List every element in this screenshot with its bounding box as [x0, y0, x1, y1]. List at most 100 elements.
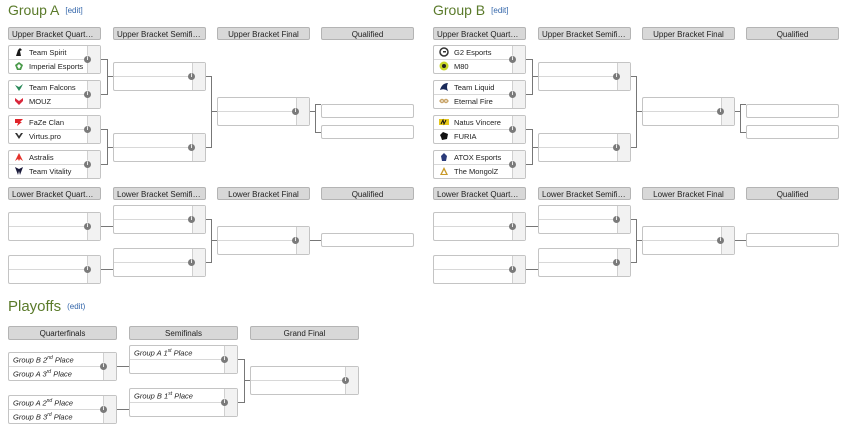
match-info-icon[interactable]: i	[221, 399, 228, 406]
team-slot[interactable]: Team Liquid	[434, 81, 525, 95]
connector-line	[238, 402, 244, 403]
team-slot[interactable]: Astralis	[9, 151, 100, 165]
group-a-lbqf-match-1[interactable]	[8, 212, 101, 241]
team-slot[interactable]: Virtus.pro	[9, 130, 100, 144]
match-info-icon[interactable]: i	[84, 91, 91, 98]
match-info-icon[interactable]: i	[509, 161, 516, 168]
group-b-ubqf-match-3[interactable]: Natus Vincere FURIA	[433, 115, 526, 144]
team-slot[interactable]: G2 Esports	[434, 46, 525, 60]
match-info-icon[interactable]: i	[717, 108, 724, 115]
playoffs-gf-match[interactable]	[250, 366, 359, 395]
match-info-icon[interactable]: i	[509, 56, 516, 63]
team-slot[interactable]: Natus Vincere	[434, 116, 525, 130]
group-a-lbsf-match-2[interactable]	[113, 248, 206, 277]
group-b-lbqf-match-2[interactable]	[433, 255, 526, 284]
team-slot[interactable]: Imperial Esports	[9, 60, 100, 74]
team-slot[interactable]	[114, 63, 205, 77]
match-info-icon[interactable]: i	[613, 259, 620, 266]
connector-line	[211, 111, 217, 112]
placeholder-slot[interactable]: Group A 2nd Place	[9, 396, 116, 410]
placeholder-slot[interactable]: Group A 3rd Place	[9, 367, 116, 381]
slot-rank: 2	[43, 355, 48, 364]
connector-line	[636, 111, 642, 112]
match-info-icon[interactable]: i	[100, 406, 107, 413]
playoffs-qf-match-2[interactable]: Group A 2nd Place Group B 3rd Place	[8, 395, 117, 424]
placeholder-slot[interactable]: Group B 2nd Place	[9, 353, 116, 367]
team-slot[interactable]	[218, 98, 309, 112]
match-info-icon[interactable]: i	[509, 223, 516, 230]
match-info-icon[interactable]: i	[509, 126, 516, 133]
team-slot[interactable]	[9, 256, 100, 270]
placeholder-slot[interactable]: Group B 1st Place	[130, 389, 237, 403]
team-slot[interactable]: FaZe Clan	[9, 116, 100, 130]
team-slot[interactable]: The MongolZ	[434, 165, 525, 179]
team-slot[interactable]: MOUZ	[9, 95, 100, 109]
team-slot[interactable]	[643, 98, 734, 112]
connector-line	[631, 76, 636, 77]
team-slot[interactable]	[251, 367, 358, 381]
team-name: Imperial Esports	[29, 61, 84, 71]
match-info-icon[interactable]: i	[221, 356, 228, 363]
vitality-logo-icon	[13, 166, 24, 177]
team-slot[interactable]	[434, 256, 525, 270]
slot-ordinal: st	[168, 390, 173, 397]
group-b-lbf-match[interactable]	[642, 226, 735, 255]
connector-line	[101, 269, 113, 270]
team-slot[interactable]	[114, 249, 205, 263]
match-info-icon[interactable]: i	[342, 377, 349, 384]
playoffs-qf-match-1[interactable]: Group B 2nd Place Group A 3rd Place	[8, 352, 117, 381]
match-info-icon[interactable]: i	[84, 56, 91, 63]
group-b-header-lbf: Lower Bracket Final	[642, 187, 735, 200]
match-info-icon[interactable]: i	[188, 144, 195, 151]
team-slot[interactable]	[539, 134, 630, 148]
team-slot[interactable]: Team Falcons	[9, 81, 100, 95]
match-info-icon[interactable]: i	[613, 144, 620, 151]
team-slot[interactable]: Eternal Fire	[434, 95, 525, 109]
team-slot[interactable]	[218, 227, 309, 241]
team-slot[interactable]: Team Vitality	[9, 165, 100, 179]
team-slot[interactable]	[434, 213, 525, 227]
match-info-icon[interactable]: i	[188, 216, 195, 223]
match-info-icon[interactable]: i	[84, 161, 91, 168]
connector-line	[526, 129, 532, 130]
match-info-icon[interactable]: i	[717, 237, 724, 244]
match-info-icon[interactable]: i	[613, 216, 620, 223]
connector-line	[310, 240, 321, 241]
team-slot[interactable]	[114, 206, 205, 220]
team-slot[interactable]: ATOX Esports	[434, 151, 525, 165]
team-slot[interactable]	[114, 134, 205, 148]
team-slot[interactable]	[643, 227, 734, 241]
match-info-icon[interactable]: i	[613, 73, 620, 80]
match-info-icon[interactable]: i	[292, 108, 299, 115]
match-info-icon[interactable]: i	[509, 91, 516, 98]
placeholder-slot[interactable]: Group B 3rd Place	[9, 410, 116, 424]
match-info-icon[interactable]: i	[84, 266, 91, 273]
match-info-icon[interactable]: i	[188, 259, 195, 266]
team-slot[interactable]	[539, 249, 630, 263]
match-info-icon[interactable]: i	[84, 126, 91, 133]
match-info-icon[interactable]: i	[188, 73, 195, 80]
team-slot[interactable]: M80	[434, 60, 525, 74]
team-name: Team Spirit	[29, 47, 67, 57]
group-a-ubsf-match-1[interactable]	[113, 62, 206, 91]
playoffs-edit-link[interactable]: edit	[69, 302, 83, 312]
match-info-icon[interactable]: i	[509, 266, 516, 273]
connector-line	[107, 147, 113, 148]
match-info-icon[interactable]: i	[292, 237, 299, 244]
team-slot[interactable]	[539, 63, 630, 77]
playoffs-sf-match-1[interactable]: Group A 1st Place	[129, 345, 238, 374]
group-b-edit-link[interactable]: edit	[493, 6, 507, 16]
g2-logo-icon	[438, 47, 449, 58]
team-slot[interactable]	[9, 213, 100, 227]
match-info-icon[interactable]: i	[100, 363, 107, 370]
match-info-icon[interactable]: i	[84, 223, 91, 230]
connector-line	[310, 111, 315, 112]
placeholder-slot[interactable]: Group A 1st Place	[130, 346, 237, 360]
team-slot[interactable]	[539, 206, 630, 220]
team-slot[interactable]: Team Spirit	[9, 46, 100, 60]
group-b-ubqf-match-4[interactable]: ATOX Esports The MongolZ	[433, 150, 526, 179]
group-a-edit-link[interactable]: edit	[67, 6, 81, 16]
team-slot[interactable]: FURIA	[434, 130, 525, 144]
group-a-header-qualified: Qualified	[321, 27, 414, 40]
playoffs-sf-match-2[interactable]: Group B 1st Place	[129, 388, 238, 417]
